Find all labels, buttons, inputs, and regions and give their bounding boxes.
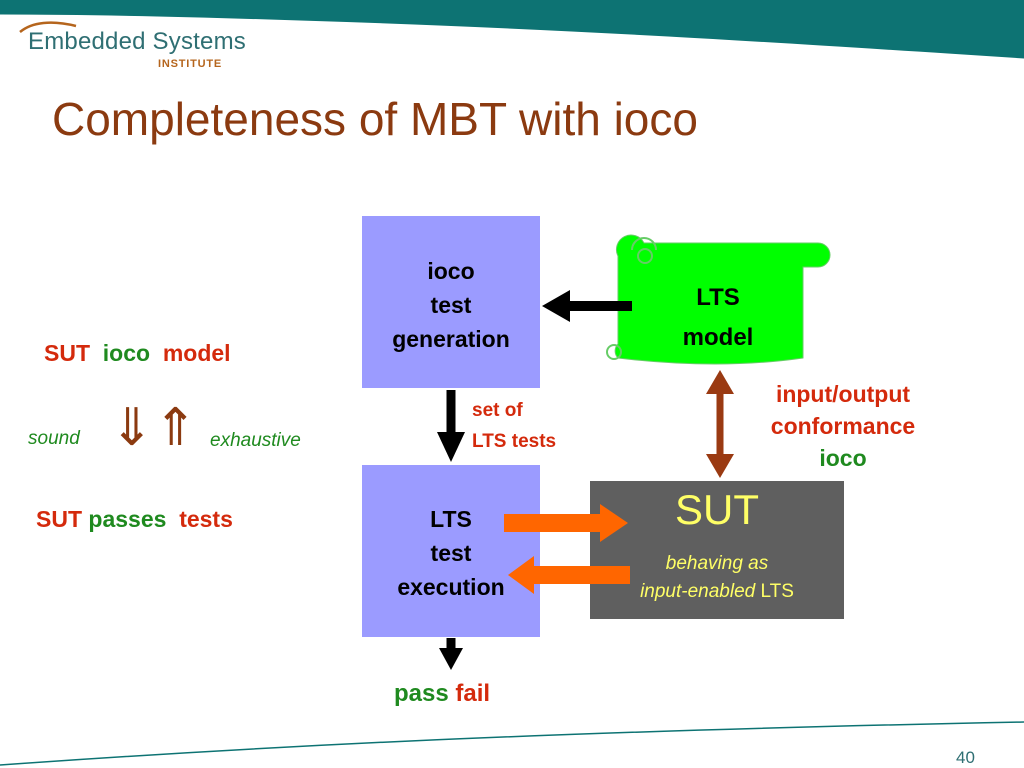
arrow-model-to-generation — [542, 290, 632, 322]
word-sut: SUT — [36, 506, 82, 532]
statement-sut-ioco-model: SUT ioco model — [44, 340, 231, 367]
page-title: Completeness of MBT with ioco — [52, 93, 698, 145]
sut-box — [590, 481, 844, 619]
footer-rule — [0, 721, 1024, 766]
test-execution-label: LTS test execution — [397, 506, 505, 600]
page-number: 40 — [956, 748, 975, 767]
lts-tests-label: set of LTS tests — [472, 400, 557, 452]
double-arrow-down-up-icon: ⇓⇑ — [110, 399, 198, 457]
word-tests: tests — [179, 506, 233, 532]
logo-text: Embedded Systems — [28, 28, 246, 55]
lts-model-label: LTS model — [682, 284, 754, 351]
arrow-sut-to-execution — [508, 556, 630, 594]
word-sut: SUT — [44, 340, 90, 366]
exhaustive-label: exhaustive — [210, 430, 301, 451]
arrow-generation-to-execution — [437, 390, 465, 462]
word-model: model — [162, 340, 231, 366]
logo-swoosh-icon — [19, 21, 77, 33]
arrow-execution-to-sut — [504, 504, 628, 542]
test-generation-label: ioco test generation — [392, 258, 510, 352]
logo-subtext: INSTITUTE — [158, 58, 223, 70]
test-execution-box — [362, 465, 540, 637]
sut-title: SUT — [675, 486, 759, 533]
verdict-fail: fail — [455, 680, 491, 707]
arrow-conformance-double — [706, 370, 734, 478]
conformance-label: input/output conformance ioco — [770, 381, 916, 471]
header-band — [0, 0, 1024, 60]
arrow-execution-to-verdict — [439, 638, 463, 670]
word-ioco: ioco — [102, 340, 151, 366]
test-generation-box — [362, 216, 540, 388]
sut-description: behaving as input-enabled LTS — [640, 553, 794, 602]
scroll-icon — [606, 234, 831, 365]
sound-label: sound — [28, 428, 80, 449]
verdict-pass: pass — [394, 680, 449, 707]
statement-sut-passes-tests: SUT passes tests — [36, 506, 233, 533]
verdict-label: pass fail — [394, 680, 490, 708]
word-passes: passes — [88, 506, 167, 532]
